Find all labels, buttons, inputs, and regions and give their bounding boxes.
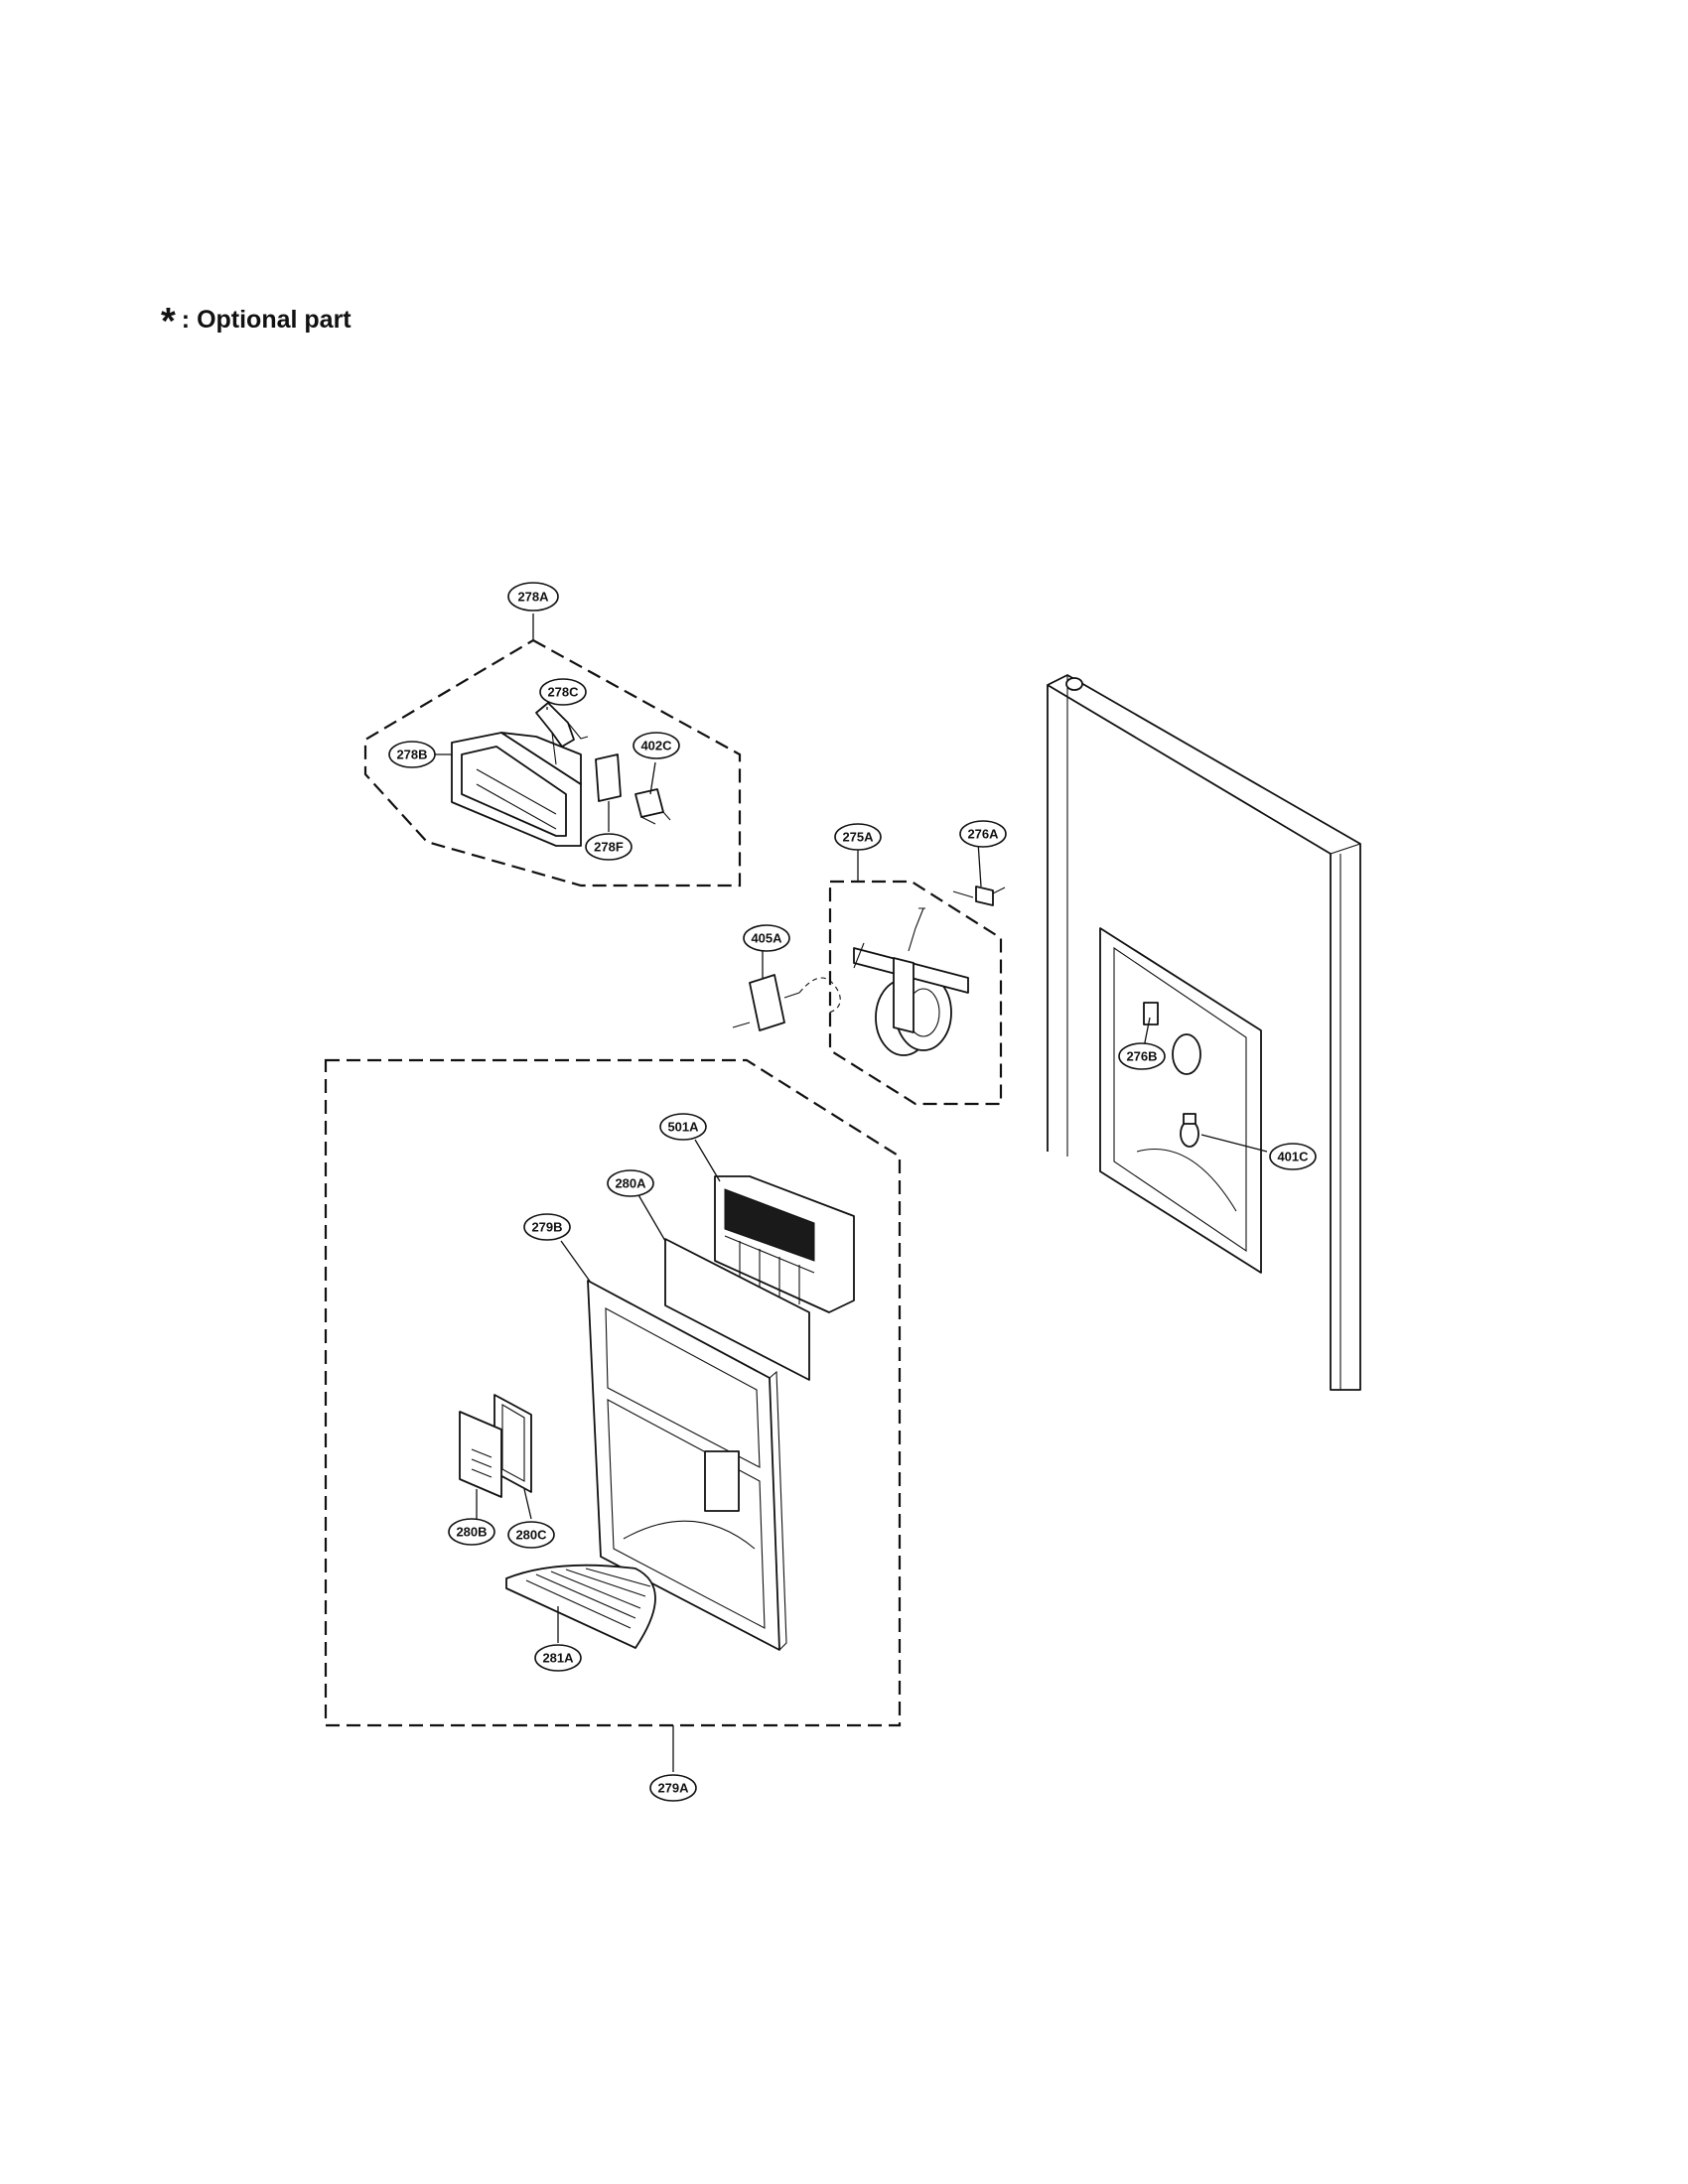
callout-label: 279A — [657, 1781, 689, 1796]
callout-label: 278F — [594, 840, 624, 855]
callout-label: 278B — [396, 748, 427, 762]
callout-label: 279B — [531, 1220, 562, 1235]
cover-280A — [664, 1238, 810, 1381]
callout-275A: 275A — [834, 823, 882, 851]
door-panel — [1047, 674, 1361, 1391]
callout-label: 405A — [751, 931, 782, 946]
callout-405A: 405A — [743, 924, 790, 952]
callout-label: 280B — [456, 1525, 487, 1540]
callout-278B: 278B — [388, 741, 436, 768]
callout-label: 278A — [517, 590, 549, 605]
callout-label: 501A — [667, 1120, 699, 1135]
callout-279B: 279B — [523, 1213, 571, 1241]
plate-278F — [595, 753, 622, 802]
callout-label: 276A — [967, 827, 999, 842]
callout-label: 280C — [515, 1528, 547, 1543]
group-outline-279A — [324, 1058, 902, 1727]
legend-asterisk: * — [161, 301, 176, 342]
callout-label: 402C — [640, 739, 672, 753]
callout-276A: 276A — [959, 820, 1007, 848]
group-outline-278A — [363, 638, 742, 887]
legend-text: : Optional part — [181, 306, 352, 334]
dispenser-recess — [1099, 927, 1262, 1274]
callout-280C: 280C — [507, 1521, 555, 1549]
cover-280B — [459, 1411, 502, 1519]
board-501A — [694, 1139, 855, 1313]
lever-278C — [535, 702, 589, 765]
housing-278B — [451, 732, 582, 847]
drip-tray-281A — [505, 1564, 656, 1649]
callout-278F: 278F — [585, 833, 633, 861]
callout-280B: 280B — [448, 1518, 495, 1546]
assembly-279A — [324, 1058, 902, 1772]
callout-label: 281A — [542, 1651, 574, 1666]
switch-405A — [732, 945, 841, 1031]
callout-401C: 401C — [1269, 1143, 1317, 1170]
assembly-275A — [828, 842, 1003, 1106]
callout-278C: 278C — [539, 678, 587, 706]
frame-279B — [560, 1240, 787, 1651]
callout-label: 276B — [1126, 1049, 1157, 1064]
spring-276A — [952, 841, 1006, 906]
callout-label: 275A — [842, 830, 874, 845]
callout-label: 278C — [547, 685, 579, 700]
callout-281A: 281A — [534, 1644, 582, 1672]
callout-label: 401C — [1277, 1150, 1309, 1164]
callout-402C: 402C — [633, 732, 680, 759]
assembly-278A — [363, 614, 742, 887]
optional-part-legend: *: Optional part — [161, 301, 352, 343]
callout-279A: 279A — [649, 1774, 697, 1802]
callout-label: 280A — [615, 1176, 646, 1191]
callout-501A: 501A — [659, 1113, 707, 1141]
switch-402C — [634, 788, 671, 825]
callout-278A: 278A — [507, 582, 559, 612]
callout-276B: 276B — [1118, 1042, 1166, 1070]
callout-280A: 280A — [607, 1169, 654, 1197]
lamp-401C — [1180, 1113, 1199, 1148]
